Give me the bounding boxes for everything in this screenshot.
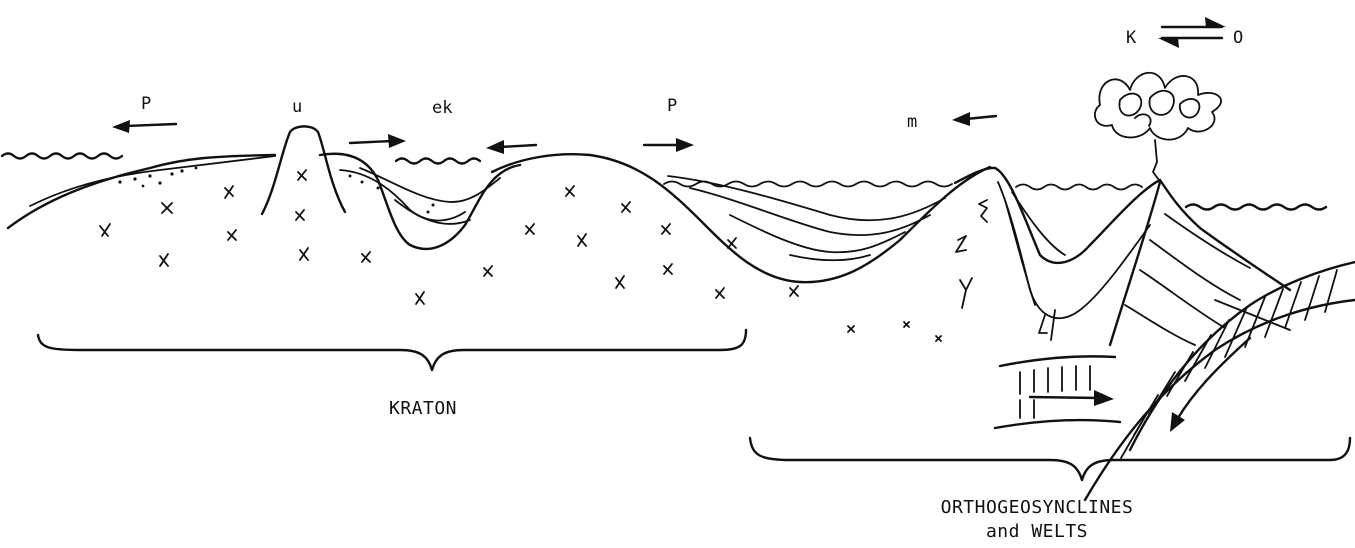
right-basin-layer-b	[690, 188, 930, 235]
welt-layer-c	[1140, 270, 1225, 328]
label-ortho-line1: ORTHOGEOSYNCLINES	[941, 497, 1134, 518]
underthrust-hatching	[1020, 366, 1090, 418]
ortho-bracket	[750, 438, 1350, 480]
left-basin-fill-a	[340, 170, 465, 220]
basement-crystalline-marks	[100, 170, 941, 341]
sea-surface-group	[2, 154, 1326, 210]
arrow-m-left	[952, 112, 996, 126]
eruption-cloud	[1095, 73, 1221, 180]
sea-surface-far-right-b	[1186, 205, 1326, 210]
zigzag-mark-b	[956, 236, 966, 252]
label-u: u	[292, 97, 302, 117]
left-basin-outline	[320, 154, 520, 249]
sea-surface-mid	[396, 159, 480, 164]
arrow-p-right	[644, 138, 694, 152]
sea-surface-far-right-a	[1016, 185, 1142, 190]
left-slope-line	[8, 155, 275, 228]
orthogeosyncline-structure	[955, 168, 1355, 500]
cloud-stem	[1153, 140, 1159, 180]
arrow-u-right	[350, 134, 406, 148]
label-ek: ek	[432, 98, 452, 118]
subducting-slab-top	[1130, 262, 1355, 450]
slab-hatching	[1121, 270, 1337, 458]
welt-layer-b	[1150, 240, 1240, 300]
zigzag-mark-a	[979, 200, 987, 222]
central-arch	[492, 154, 990, 282]
movement-arrows	[112, 17, 1250, 432]
arrow-slab-down	[1170, 338, 1250, 432]
folded-peak-right	[1160, 180, 1290, 290]
zigzag-mark-c	[960, 278, 972, 308]
fold-inner-c	[1012, 192, 1065, 255]
label-ortho-line2: and WELTS	[986, 521, 1088, 542]
arrow-ek-left	[486, 140, 536, 154]
label-p-right: P	[667, 96, 677, 116]
kraton-landscape	[8, 126, 990, 341]
fold-inner-a	[998, 182, 1150, 318]
label-p-left: P	[141, 94, 151, 114]
right-basin-layer-d	[790, 255, 870, 260]
thrust-line	[1110, 182, 1160, 345]
label-k: K	[1126, 28, 1137, 48]
dome-uplift	[262, 126, 345, 214]
cloud-scribble	[1095, 73, 1221, 140]
left-shelf-line	[30, 156, 275, 206]
underthrust-block-bottom	[995, 420, 1120, 428]
label-kraton: KRATON	[389, 398, 457, 419]
sea-surface-left	[2, 154, 122, 159]
label-o: O	[1233, 28, 1243, 48]
basin-dots	[349, 175, 435, 214]
underthrust-block-top	[1000, 356, 1115, 366]
fold-inner-b	[1005, 200, 1035, 305]
arrow-underthrust-right	[1030, 390, 1114, 406]
welt-layer-d	[1125, 305, 1195, 345]
kraton-bracket	[38, 330, 746, 370]
arrow-k-o-double	[1158, 17, 1226, 48]
label-m: m	[907, 112, 917, 132]
arrow-p-left	[112, 120, 176, 133]
